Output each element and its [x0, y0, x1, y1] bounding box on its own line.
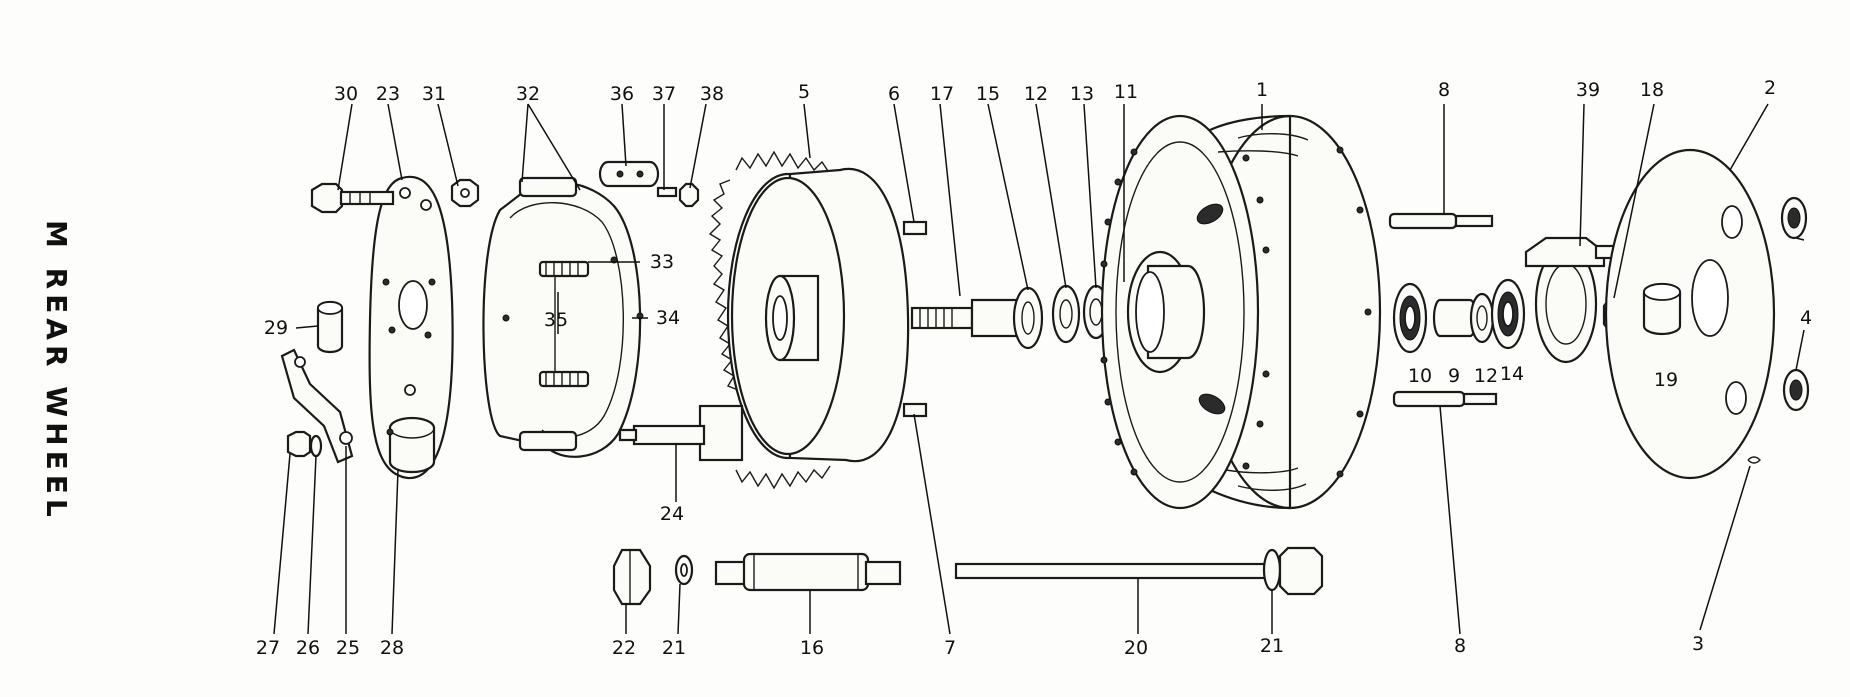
lever-25 [280, 348, 354, 464]
nut-22 [612, 548, 652, 606]
callout-8-top: 8 [1438, 79, 1450, 101]
callout-30: 30 [334, 83, 358, 105]
callout-28: 28 [380, 637, 404, 659]
spacer-19 [1642, 282, 1682, 336]
callout-22: 22 [612, 637, 636, 659]
callout-11: 11 [1114, 81, 1138, 103]
cam-spindle-36 [598, 160, 660, 188]
callout-18: 18 [1640, 79, 1664, 101]
speedo-gearbox-39 [1524, 236, 1620, 364]
brake-backplate [368, 175, 454, 480]
sprocket-drum-5 [708, 150, 910, 490]
callout-23: 23 [376, 83, 400, 105]
callout-26: 26 [296, 637, 320, 659]
stud-6 [902, 220, 928, 236]
callout-7: 7 [944, 637, 956, 659]
callout-39: 39 [1576, 79, 1600, 101]
callout-10: 10 [1408, 365, 1432, 387]
bolt-30 [310, 182, 395, 214]
callout-numbers: 30 23 31 32 36 37 38 5 6 17 15 12 13 11 … [256, 77, 1812, 659]
callout-17: 17 [930, 83, 954, 105]
nut-4-top [1780, 196, 1808, 240]
axle-17 [910, 298, 1026, 338]
callout-5: 5 [798, 81, 810, 103]
callout-24: 24 [660, 503, 684, 525]
hub-1 [1100, 114, 1382, 510]
cam-boss-28 [386, 416, 436, 474]
brake-shoes-32 [482, 176, 644, 458]
callout-8-bottom: 8 [1454, 635, 1466, 657]
dust-cover-2 [1604, 148, 1776, 480]
spoke-bolt-8-bottom [1392, 390, 1498, 408]
cam-spindle-24 [618, 404, 744, 462]
leader-lines [273, 103, 1805, 635]
collar-15 [1012, 286, 1044, 350]
callout-15: 15 [976, 83, 1000, 105]
pin-37 [656, 186, 678, 198]
callout-9: 9 [1448, 365, 1460, 387]
callout-32: 32 [516, 83, 540, 105]
bearing-10 [1392, 282, 1428, 354]
callout-14: 14 [1500, 363, 1524, 385]
callout-25: 25 [336, 637, 360, 659]
clip-3 [1747, 456, 1761, 464]
callout-13: 13 [1070, 83, 1094, 105]
callout-3: 3 [1692, 633, 1704, 655]
nut-38 [678, 182, 700, 208]
distance-piece-9 [1432, 298, 1478, 338]
callout-1: 1 [1256, 79, 1268, 101]
callout-36: 36 [610, 83, 634, 105]
spacer-29 [316, 300, 344, 354]
callout-27: 27 [256, 637, 280, 659]
callout-6: 6 [888, 83, 900, 105]
spindle-20 [954, 546, 1324, 596]
callout-31: 31 [422, 83, 446, 105]
spoke-bolt-8-top [1388, 212, 1494, 230]
nut-31 [450, 178, 480, 208]
callout-37: 37 [652, 83, 676, 105]
callout-4: 4 [1800, 307, 1812, 329]
callout-29: 29 [264, 317, 288, 339]
callout-38: 38 [700, 83, 724, 105]
spacer-12-right [1469, 292, 1495, 344]
callout-35: 35 [544, 309, 568, 331]
callout-12-right: 12 [1474, 365, 1498, 387]
nut-27 [286, 430, 312, 458]
callout-33: 33 [650, 251, 674, 273]
callout-20: 20 [1124, 637, 1148, 659]
callout-34: 34 [656, 307, 680, 329]
callout-21-right: 21 [1260, 635, 1284, 657]
bearing-14 [1490, 278, 1526, 350]
callout-21-left: 21 [662, 637, 686, 659]
callout-12: 12 [1024, 83, 1048, 105]
spacer-12 [1051, 284, 1081, 344]
spindle-16 [714, 552, 902, 592]
washer-21-left [674, 554, 694, 586]
callout-16: 16 [800, 637, 824, 659]
washer-26 [309, 434, 323, 458]
stud-7 [902, 402, 928, 418]
callout-19: 19 [1654, 369, 1678, 391]
nut-4-bottom [1782, 368, 1810, 412]
callout-2: 2 [1764, 77, 1776, 99]
